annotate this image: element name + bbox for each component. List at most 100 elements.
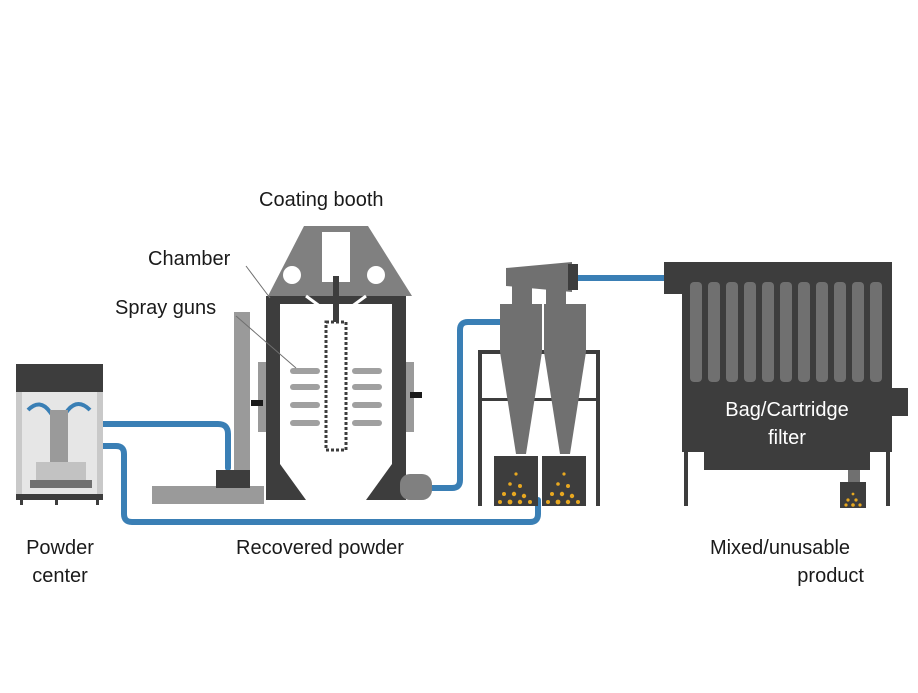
label-filter-line2: filter [768,427,806,449]
filter-cartridge [708,282,720,382]
gun-mover-foot [216,470,250,488]
particle [559,491,565,497]
powder-center-hopper [36,462,86,480]
label-bag-cartridge-filter: Bag/Cartridge filter [697,396,877,452]
filter-cartridge [690,282,702,382]
label-powder-center-line1: Powder [26,537,94,559]
particle [851,492,855,496]
particle [846,498,850,502]
label-powder-center-line2: center [32,565,88,587]
booth-right-wall [392,296,406,500]
filter-leg-left [684,452,688,506]
particle [565,499,571,505]
label-filter-line1: Bag/Cartridge [725,399,849,421]
particle [521,493,527,499]
particle [528,500,532,504]
filter-cartridge [798,282,810,382]
powder-center-sidebar-left [16,392,22,500]
waste-bin-chute [848,470,860,482]
powder-center-tray [30,480,92,488]
leader-spray-guns [235,315,297,369]
booth-left-wall [266,296,280,500]
powder-center [16,364,103,505]
cyclone-right-body [544,304,586,454]
particle [576,500,580,504]
powder-center-base [16,494,103,500]
particle [498,500,502,504]
booth-exhaust [400,474,432,500]
label-spray-guns: Spray guns [115,297,217,319]
left-guns [290,368,320,426]
filter-cartridge [762,282,774,382]
spray-gun-right-1 [352,368,382,374]
label-chamber: Chamber [148,248,231,270]
particle [569,493,575,499]
booth-roof-hole-left [283,266,301,284]
spray-gun-left-4 [290,420,320,426]
gun-mover-column [234,312,250,488]
cyclone-separator [478,262,600,506]
particle [562,472,566,476]
particle [854,498,858,502]
coated-part [324,320,348,452]
spray-gun-left-1 [290,368,320,374]
hose-recovered-powder [77,443,541,525]
gun-mount-left-clamp [251,400,263,406]
cyclone-frame-brace [478,398,600,401]
label-mixed-line1: Mixed/unusable [709,537,851,559]
filter-exhaust [892,388,908,416]
leader-chamber [245,265,271,299]
cyclone-outlet-cap [568,264,578,290]
waste-particles [844,492,862,507]
particle [508,482,512,486]
particle [555,499,561,505]
collection-bin-right [542,456,586,506]
cyclone-inlet [506,262,572,292]
particle [851,503,855,507]
collection-bin-left [494,456,538,506]
spray-guns [251,362,422,432]
particle [566,484,570,488]
leader-lines [235,265,297,369]
filter-leg-right [886,452,890,506]
booth-floor-right [366,464,392,500]
filter-cartridge [834,282,846,382]
spray-gun-right-4 [352,420,382,426]
spray-gun-right-3 [352,402,382,408]
spray-gun-left-2 [290,384,320,390]
conveyor-hook [333,276,339,322]
booth-floor-left [280,464,306,500]
gun-mover [152,312,264,504]
powder-center-leg-1 [20,500,23,505]
spray-gun-left-3 [290,402,320,408]
label-mixed-line2: product [797,565,864,587]
powder-particles-left [498,472,532,505]
coating-booth [266,226,432,500]
right-guns [352,368,382,426]
filter-inlet [664,262,682,294]
cyclone-frame-left [478,350,482,506]
particle [518,484,522,488]
filter-cartridge [726,282,738,382]
filter-collection-tray [704,454,870,470]
particle [556,482,560,486]
filter-cartridges [690,282,882,382]
cyclone-left-neck [512,286,532,304]
particle [844,503,848,507]
cyclone-left-body [500,304,542,454]
powder-center-top [16,364,103,392]
booth-roof-hole-right [367,266,385,284]
cyclone-frame-right [596,350,600,506]
particle [502,492,506,496]
powder-center-pickup [50,410,68,462]
particle [517,499,523,505]
particle [511,491,517,497]
gun-mount-right-clamp [410,392,422,398]
particle [550,492,554,496]
hose-powder-center-to-gun [100,421,231,471]
filter-cartridge [870,282,882,382]
powder-particles-right [546,472,580,505]
gun-mount-left [258,362,266,432]
powder-center-leg-2 [55,500,58,505]
